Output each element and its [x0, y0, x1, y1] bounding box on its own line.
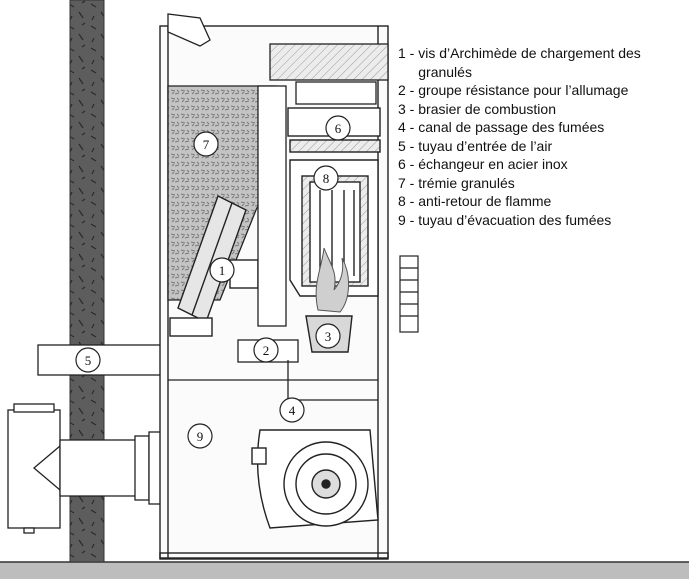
- callout-6: 6: [325, 115, 351, 141]
- floor: [0, 562, 689, 579]
- stove-top: [167, 13, 389, 105]
- svg-text:7: 7: [203, 137, 210, 152]
- callout-3: 3: [315, 323, 341, 349]
- legend-item: 1 - vis d’Archimède de chargement des gr…: [398, 45, 641, 80]
- svg-text:9: 9: [197, 429, 204, 444]
- legend-item: 7 - trémie granulés: [398, 174, 515, 191]
- callout-2: 2: [253, 337, 279, 363]
- svg-text:3: 3: [325, 329, 332, 344]
- svg-text:2: 2: [263, 343, 270, 358]
- svg-text:8: 8: [323, 171, 330, 186]
- legend-item: 4 - canal de passage des fumées: [398, 119, 605, 135]
- air-inlet-pipe: [37, 344, 169, 376]
- callout-9: 9: [187, 423, 213, 449]
- exhaust-tee: [7, 403, 61, 534]
- smoke-fan: [251, 429, 379, 529]
- callout-1: 1: [209, 257, 235, 283]
- callout-5: 5: [75, 347, 101, 373]
- callout-8: 8: [313, 165, 339, 191]
- callout-4: 4: [279, 397, 305, 423]
- legend: 1 - vis d’Archimède de chargement des gr…: [398, 44, 686, 229]
- side-channel: [257, 85, 287, 327]
- legend-item: 2 - groupe résistance pour l’allumage: [398, 82, 629, 98]
- callout-7: 7: [193, 131, 219, 157]
- flame: [315, 247, 349, 313]
- svg-text:6: 6: [335, 121, 342, 136]
- legend-item: 5 - tuyau d’entrée de l’air: [398, 137, 553, 154]
- feed-auger: [169, 195, 259, 337]
- svg-text:1: 1: [219, 263, 226, 278]
- callouts: 1 2 3 4 5 6 7 8 9: [75, 115, 351, 449]
- legend-item: 8 - anti-retour de flamme: [398, 193, 552, 209]
- side-handle: [399, 255, 419, 333]
- legend-item: 6 - échangeur en acier inox: [398, 156, 568, 172]
- svg-text:4: 4: [289, 403, 296, 418]
- svg-text:5: 5: [85, 353, 92, 368]
- legend-item: 9 - tuyau d’évacuation des fumées: [398, 211, 612, 228]
- legend-item: 3 - brasier de combustion: [398, 100, 556, 117]
